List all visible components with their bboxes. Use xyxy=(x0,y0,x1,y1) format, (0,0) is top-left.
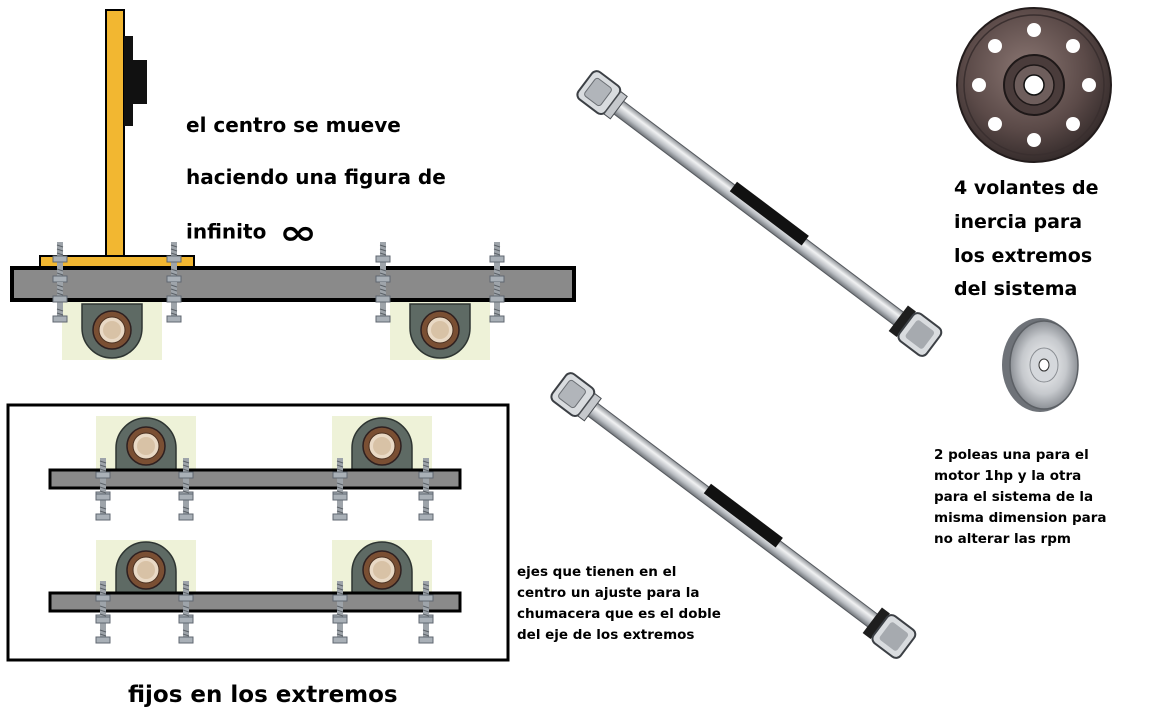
ejes-caption: ejes que tienen en el centro un ajuste p… xyxy=(517,564,721,643)
fixed-beam-top xyxy=(48,468,462,490)
center-description: el centro se mueve haciendo una figura d… xyxy=(186,86,446,276)
poleas-caption: 2 poleas una para el motor 1hp y la otra… xyxy=(934,447,1107,547)
pillow-block-bearing-icon xyxy=(331,415,433,477)
main-beam xyxy=(10,266,576,302)
rocker-assembly xyxy=(10,9,576,361)
fijos-caption: fijos en los extremos xyxy=(128,682,398,708)
arm-weight xyxy=(133,60,147,104)
vertical-arm xyxy=(105,9,125,273)
pillow-block-bearing-icon xyxy=(95,539,197,601)
shaft-icon xyxy=(574,67,945,360)
fixed-ends-box xyxy=(6,403,510,662)
center-line-3: infinito ∞ xyxy=(186,216,446,250)
center-line-3-text: infinito xyxy=(186,219,267,244)
bolt-icon xyxy=(52,241,68,283)
center-line-1: el centro se mueve xyxy=(186,113,401,137)
fixed-beam-bottom xyxy=(48,591,462,613)
pulley-icon xyxy=(1002,318,1079,412)
volantes-caption: 4 volantes de inercia para los extremos … xyxy=(954,177,1099,301)
center-line-2: haciendo una figura de xyxy=(186,165,446,189)
bolt-icon xyxy=(166,241,182,283)
pillow-block-bearing-icon xyxy=(331,539,433,601)
pillow-block-bearing-icon xyxy=(61,299,163,361)
bolt-icon xyxy=(489,241,505,283)
infinity-symbol: ∞ xyxy=(279,213,318,253)
flywheel-icon xyxy=(956,7,1112,163)
arm-bracket xyxy=(124,36,133,126)
pillow-block-bearing-icon xyxy=(95,415,197,477)
pillow-block-bearing-icon xyxy=(389,299,491,361)
